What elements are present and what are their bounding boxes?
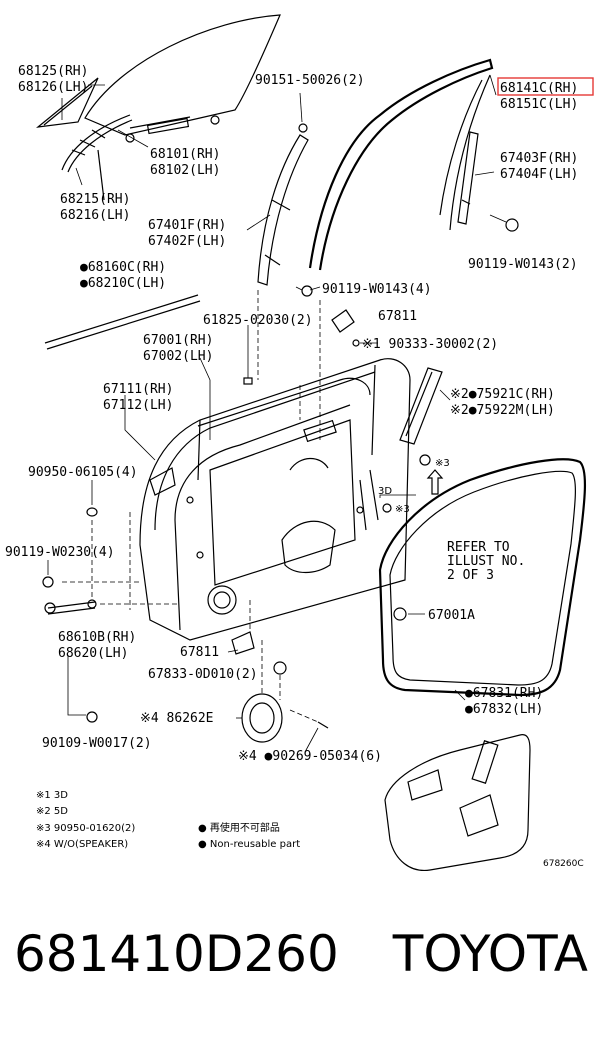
door-opening-weatherstrip <box>378 458 586 697</box>
label-67811-top: 67811 <box>378 309 417 324</box>
label-67001: 67001(RH) <box>143 333 213 348</box>
label-67403f: 67403F(RH) <box>500 151 578 166</box>
label-3d: 3D <box>378 486 392 497</box>
legend-note-1: ※1 3D <box>36 790 68 801</box>
footer: 681410D260 TOYOTA <box>0 925 600 1015</box>
door-shell <box>139 358 411 641</box>
glass-channel <box>61 114 133 201</box>
inner-panel <box>149 377 371 496</box>
quarter-glass <box>36 77 99 128</box>
label-86262e: ※4 86262E <box>140 711 214 726</box>
label-68160c: ●68160C(RH) <box>80 260 166 275</box>
label-67404f: 67404F(LH) <box>500 167 578 182</box>
label-90950-06105: 90950-06105(4) <box>28 465 138 480</box>
label-68151c: 68151C(LH) <box>500 97 578 112</box>
legend-note-4: ※4 W/O(SPEAKER) <box>36 839 128 850</box>
label-67832: ●67832(LH) <box>465 702 543 717</box>
label-67111: 67111(RH) <box>103 382 173 397</box>
label-90119-w0143-4: 90119-W0143(4) <box>322 282 432 297</box>
door-trim-panel <box>384 734 531 871</box>
brand-name: TOYOTA <box>392 925 588 983</box>
legend-note-3: ※3 90950-01620(2) <box>36 823 135 834</box>
rear-division-bar <box>457 131 519 232</box>
part-number: 681410D260 <box>14 925 339 983</box>
belt-moulding <box>44 294 201 350</box>
label-67811-bottom: 67811 <box>180 645 219 660</box>
front-division-bar <box>257 123 313 297</box>
label-90119-w0143-2: 90119-W0143(2) <box>468 257 578 272</box>
door-glass <box>84 14 281 143</box>
label-90151: 90151-50026(2) <box>255 73 365 88</box>
label-68101: 68101(RH) <box>150 147 220 162</box>
label-68610b: 68610B(RH) <box>58 630 136 645</box>
label-68125: 68125(RH) <box>18 64 88 79</box>
label-68141c: 68141C(RH) <box>500 81 578 96</box>
label-refer-3: 2 OF 3 <box>447 568 494 583</box>
parts-diagram: 68125(RH) 68126(LH) 90151-50026(2) 68141… <box>5 14 594 871</box>
label-67831: ●67831(RH) <box>465 686 543 701</box>
label-refer-2: ILLUST NO. <box>447 554 525 569</box>
label-75922m: ※2●75922M(LH) <box>450 403 555 418</box>
label-90333: ※1 90333-30002(2) <box>362 337 498 352</box>
label-refer-1: REFER TO <box>447 540 510 555</box>
leader-lines <box>47 74 497 753</box>
label-90269: ※4 ●90269-05034(6) <box>238 749 382 764</box>
small-parts <box>86 309 444 655</box>
highlight-box <box>497 77 594 96</box>
label-67833: 67833-0D010(2) <box>148 667 258 682</box>
label-68126: 68126(LH) <box>18 80 88 95</box>
door-check <box>42 576 98 723</box>
label-67002: 67002(LH) <box>143 349 213 364</box>
label-note3-b: ※3 <box>395 504 410 515</box>
door-frame-weatherstrip <box>308 58 494 271</box>
label-90109: 90109-W0017(2) <box>42 736 152 751</box>
figure-id: 678260C <box>543 859 584 869</box>
legend: ※1 3D ※2 5D ※3 90950-01620(2) ※4 W/O(SPE… <box>36 790 300 850</box>
label-90119-w0230: 90119-W0230(4) <box>5 545 115 560</box>
label-67402f: 67402F(LH) <box>148 234 226 249</box>
label-68620: 68620(LH) <box>58 646 128 661</box>
label-67401f: 67401F(RH) <box>148 218 226 233</box>
legend-mark-jp: ● 再使用不可部品 <box>198 821 280 834</box>
label-67001a: 67001A <box>428 608 475 623</box>
label-61825: 61825-02030(2) <box>203 313 313 328</box>
label-68210c: ●68210C(LH) <box>80 276 166 291</box>
label-75921c: ※2●75921C(RH) <box>450 387 555 402</box>
label-68102: 68102(LH) <box>150 163 220 178</box>
legend-mark-en: ● Non-reusable part <box>198 839 300 850</box>
label-68216: 68216(LH) <box>60 208 130 223</box>
label-67112: 67112(LH) <box>103 398 173 413</box>
label-note3-a: ※3 <box>435 458 450 469</box>
label-68215: 68215(RH) <box>60 192 130 207</box>
door-edge-protector <box>399 367 443 445</box>
legend-note-2: ※2 5D <box>36 806 68 817</box>
